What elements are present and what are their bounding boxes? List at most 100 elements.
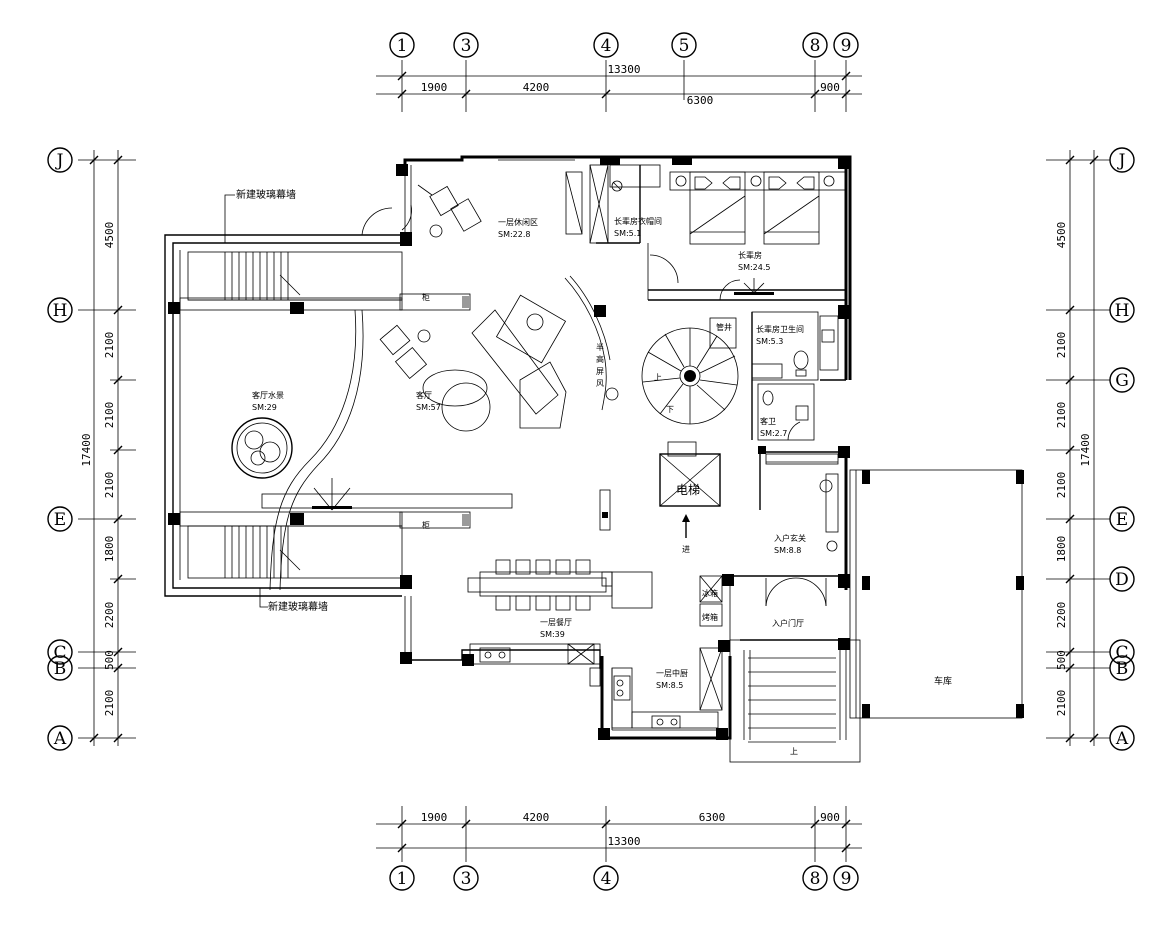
axis-bubbles-top: 1 3 4 5 8 9 — [389, 32, 859, 58]
guest-wc: 客卫 SM:2.7 — [757, 383, 815, 441]
dim-right-500: 500 — [1055, 650, 1068, 670]
axis-left-E: E — [54, 510, 66, 530]
dim-right-1800: 1800 — [1055, 536, 1068, 563]
screen-char-2: 高 — [596, 354, 604, 364]
screen-char-3: 屏 — [596, 367, 604, 376]
dim-total-top: 13300 — [607, 63, 640, 76]
axis-right-B: B — [1116, 659, 1129, 679]
dim-right-4500: 4500 — [1055, 222, 1068, 249]
elder-bath-area: SM:5.3 — [756, 337, 783, 346]
exterior-walls — [164, 155, 852, 740]
elder-closet: 长辈房衣帽间 SM:5.1 — [565, 164, 662, 244]
dim-right-2100d: 2100 — [1055, 690, 1068, 717]
elder-room-area: SM:24.5 — [738, 263, 771, 272]
dim-1900-top: 1900 — [421, 81, 448, 94]
leisure-area: 一层休闲区 SM:22.8 — [361, 159, 575, 239]
spiral-down-label: 下 — [666, 405, 674, 414]
dim-right-2100b: 2100 — [1055, 402, 1068, 429]
left-dimensions: 4500 2100 2100 2100 1800 2200 500 2100 1… — [78, 150, 136, 746]
bottom-dimensions: 1900 4200 6300 900 13300 — [376, 806, 862, 862]
screen-char-4: 风 — [596, 379, 604, 388]
leisure-area-text: SM:22.8 — [498, 230, 531, 239]
dim-left-2200: 2200 — [103, 602, 116, 629]
water-feature-area: SM:29 — [252, 403, 277, 412]
dim-4200-bottom: 4200 — [523, 811, 550, 824]
dim-right-2200: 2200 — [1055, 602, 1068, 629]
dim-left-total: 17400 — [80, 433, 93, 466]
guest-wc-name: 客卫 — [760, 416, 776, 426]
kitchen-name: 一层中厨 — [656, 668, 688, 678]
axis-right-J: J — [1117, 151, 1126, 171]
axis-right-E: E — [1116, 510, 1128, 530]
dining-area-text: SM:39 — [540, 630, 565, 639]
dim-left-2100a: 2100 — [103, 332, 116, 359]
dim-left-1800: 1800 — [103, 536, 116, 563]
elder-closet-area: SM:5.1 — [614, 229, 641, 238]
axis-left-A: A — [53, 729, 67, 749]
axis-bubbles-right: J H G E D C B A — [1109, 147, 1135, 751]
elevator-label: 电梯 — [676, 483, 700, 497]
shaft-label: 管井 — [716, 322, 732, 332]
curtain-wall-annotations: 新建玻璃幕墙 新建玻璃幕墙 柜 柜 — [224, 188, 430, 613]
axis-bottom-3: 3 — [461, 869, 472, 889]
dim-left-2100b: 2100 — [103, 402, 116, 429]
dim-1900-bottom: 1900 — [421, 811, 448, 824]
fridge-label: 冰箱 — [702, 588, 718, 598]
axis-left-B: B — [54, 659, 67, 679]
axis-bottom-4: 4 — [601, 869, 612, 889]
dim-6300-bottom: 6300 — [699, 811, 726, 824]
guest-wc-area: SM:2.7 — [760, 429, 787, 438]
axis-top-8: 8 — [810, 36, 821, 56]
leisure-name: 一层休闲区 — [498, 217, 538, 227]
dim-6300-top: 6300 — [687, 94, 714, 107]
elevator: 电梯 进 — [659, 441, 721, 554]
screen-char-1: 半 — [596, 342, 604, 352]
axis-top-3: 3 — [461, 36, 472, 56]
dim-900-bottom: 900 — [820, 811, 840, 824]
dining-name: 一层餐厅 — [540, 618, 572, 627]
spiral-up-label: 上 — [654, 373, 662, 382]
spiral-stair: 上 下 管井 — [641, 317, 739, 425]
water-feature: 客厅水景 SM:29 — [231, 309, 364, 591]
enter-label: 进 — [682, 545, 690, 554]
right-dimensions: 4500 2100 2100 2100 1800 2200 500 2100 1… — [1046, 150, 1110, 746]
dim-total-bottom: 13300 — [607, 835, 640, 848]
structural-columns — [168, 157, 850, 740]
curtain-wall-top-label: 新建玻璃幕墙 — [236, 188, 296, 201]
cabinet-label-2: 柜 — [422, 520, 430, 530]
elder-room-name: 长辈房 — [738, 250, 762, 260]
cabinet-label-1: 柜 — [422, 292, 430, 302]
axis-top-9: 9 — [841, 36, 852, 56]
axis-left-H: H — [53, 301, 68, 321]
lower-stair — [179, 493, 513, 579]
upper-stair — [179, 251, 471, 311]
dim-right-2100a: 2100 — [1055, 332, 1068, 359]
foyer-area: SM:8.8 — [774, 546, 801, 555]
living-name: 客厅 — [416, 390, 432, 400]
elder-closet-name: 长辈房衣帽间 — [614, 216, 662, 226]
axis-right-A: A — [1115, 729, 1129, 749]
steps-up-label: 上 — [790, 747, 798, 756]
entry-hall-name: 入户门厅 — [772, 618, 804, 628]
dining-area: 一层餐厅 SM:39 — [467, 559, 653, 665]
dim-left-500: 500 — [103, 650, 116, 670]
axis-bottom-8: 8 — [810, 869, 821, 889]
axis-right-C: C — [1115, 643, 1128, 663]
entry-steps: 上 — [729, 639, 861, 763]
axis-right-D: D — [1115, 570, 1129, 590]
dim-right-total: 17400 — [1079, 433, 1092, 466]
axis-top-4: 4 — [601, 36, 612, 56]
foyer: 入户玄关 SM:8.8 入户门厅 — [765, 453, 839, 628]
top-dimensions: 13300 1900 4200 6300 900 — [376, 60, 862, 112]
elder-bath-name: 长辈房卫生间 — [756, 324, 804, 334]
axis-top-5: 5 — [679, 36, 690, 56]
dim-900-top: 900 — [820, 81, 840, 94]
dim-right-2100c: 2100 — [1055, 472, 1068, 499]
foyer-name: 入户玄关 — [774, 533, 806, 543]
axis-right-G: G — [1115, 371, 1129, 391]
axis-bubbles-bottom: 1 3 4 8 9 — [389, 865, 859, 891]
axis-left-J: J — [55, 151, 64, 171]
axis-right-H: H — [1115, 301, 1130, 321]
axis-left-C: C — [53, 643, 66, 663]
